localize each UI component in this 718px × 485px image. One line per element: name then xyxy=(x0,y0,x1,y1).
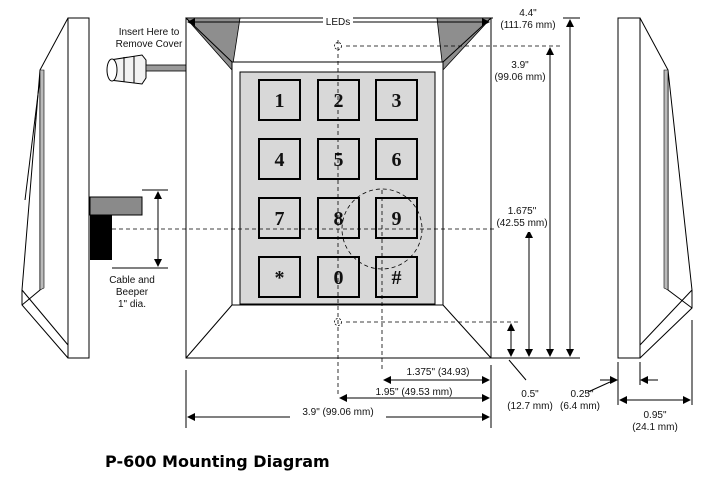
key-0 xyxy=(317,256,360,298)
key-6 xyxy=(375,138,418,180)
key-9 xyxy=(375,197,418,239)
dim-led-height-mm: (99.06 mm) xyxy=(494,72,545,83)
key-8 xyxy=(317,197,360,239)
key-hash xyxy=(375,256,418,298)
key-3 xyxy=(375,79,418,121)
key-6-label: 6 xyxy=(392,149,402,171)
dim-cable-height-in: 1.675" xyxy=(508,206,537,217)
dim-cable-height-mm: (42.55 mm) xyxy=(496,218,547,229)
front-view xyxy=(185,17,492,359)
key-0-label: 0 xyxy=(334,267,344,289)
dim-hole-height-mm: (12.7 mm) xyxy=(507,401,553,412)
right-side-view xyxy=(587,17,693,405)
dim-cable-offset: 1.375" (34.93) xyxy=(406,367,469,378)
key-4 xyxy=(258,138,301,180)
cable-label-line2: Beeper xyxy=(116,287,149,298)
cable-and-beeper xyxy=(89,189,168,269)
diagram-title: P-600 Mounting Diagram xyxy=(105,452,330,471)
key-2-label: 2 xyxy=(334,90,344,112)
keypad: 1 2 3 4 5 6 7 8 9 * 0 # xyxy=(258,79,418,298)
key-4-label: 4 xyxy=(275,149,285,171)
key-2 xyxy=(317,79,360,121)
key-5 xyxy=(317,138,360,180)
left-side-view xyxy=(21,17,90,359)
insert-label-line1: Insert Here to xyxy=(119,27,180,38)
dim-flange-in: 0.25" xyxy=(570,389,593,400)
key-8-label: 8 xyxy=(334,208,344,230)
key-5-label: 5 xyxy=(334,149,344,171)
key-star xyxy=(258,256,301,298)
dim-width-total: 3.9" (99.06 mm) xyxy=(302,407,373,418)
dim-led-offset: 1.95" (49.53 mm) xyxy=(376,387,453,398)
key-1 xyxy=(258,79,301,121)
dim-hole-height-in: 0.5" xyxy=(521,389,539,400)
key-7-label: 7 xyxy=(275,208,285,230)
key-7 xyxy=(258,197,301,239)
dim-flange-mm: (6.4 mm) xyxy=(560,401,600,412)
cable-label-line1: Cable and xyxy=(109,275,155,286)
dim-depth-in: 0.95" xyxy=(643,410,666,421)
dim-depth-mm: (24.1 mm) xyxy=(632,422,678,433)
key-star-label: * xyxy=(275,267,285,289)
dim-height-total-mm: (111.76 mm) xyxy=(500,20,555,31)
key-9-label: 9 xyxy=(392,208,402,230)
key-3-label: 3 xyxy=(392,90,402,112)
insert-label-line2: Remove Cover xyxy=(116,39,183,50)
leds-label: LEDs xyxy=(326,17,350,28)
cover-release-tool xyxy=(106,54,189,85)
dim-height-total-in: 4.4" xyxy=(519,8,537,19)
cable-label-line3: 1" dia. xyxy=(118,299,146,310)
key-1-label: 1 xyxy=(275,90,285,112)
dim-led-height-in: 3.9" xyxy=(511,60,529,71)
key-hash-label: # xyxy=(392,267,402,289)
